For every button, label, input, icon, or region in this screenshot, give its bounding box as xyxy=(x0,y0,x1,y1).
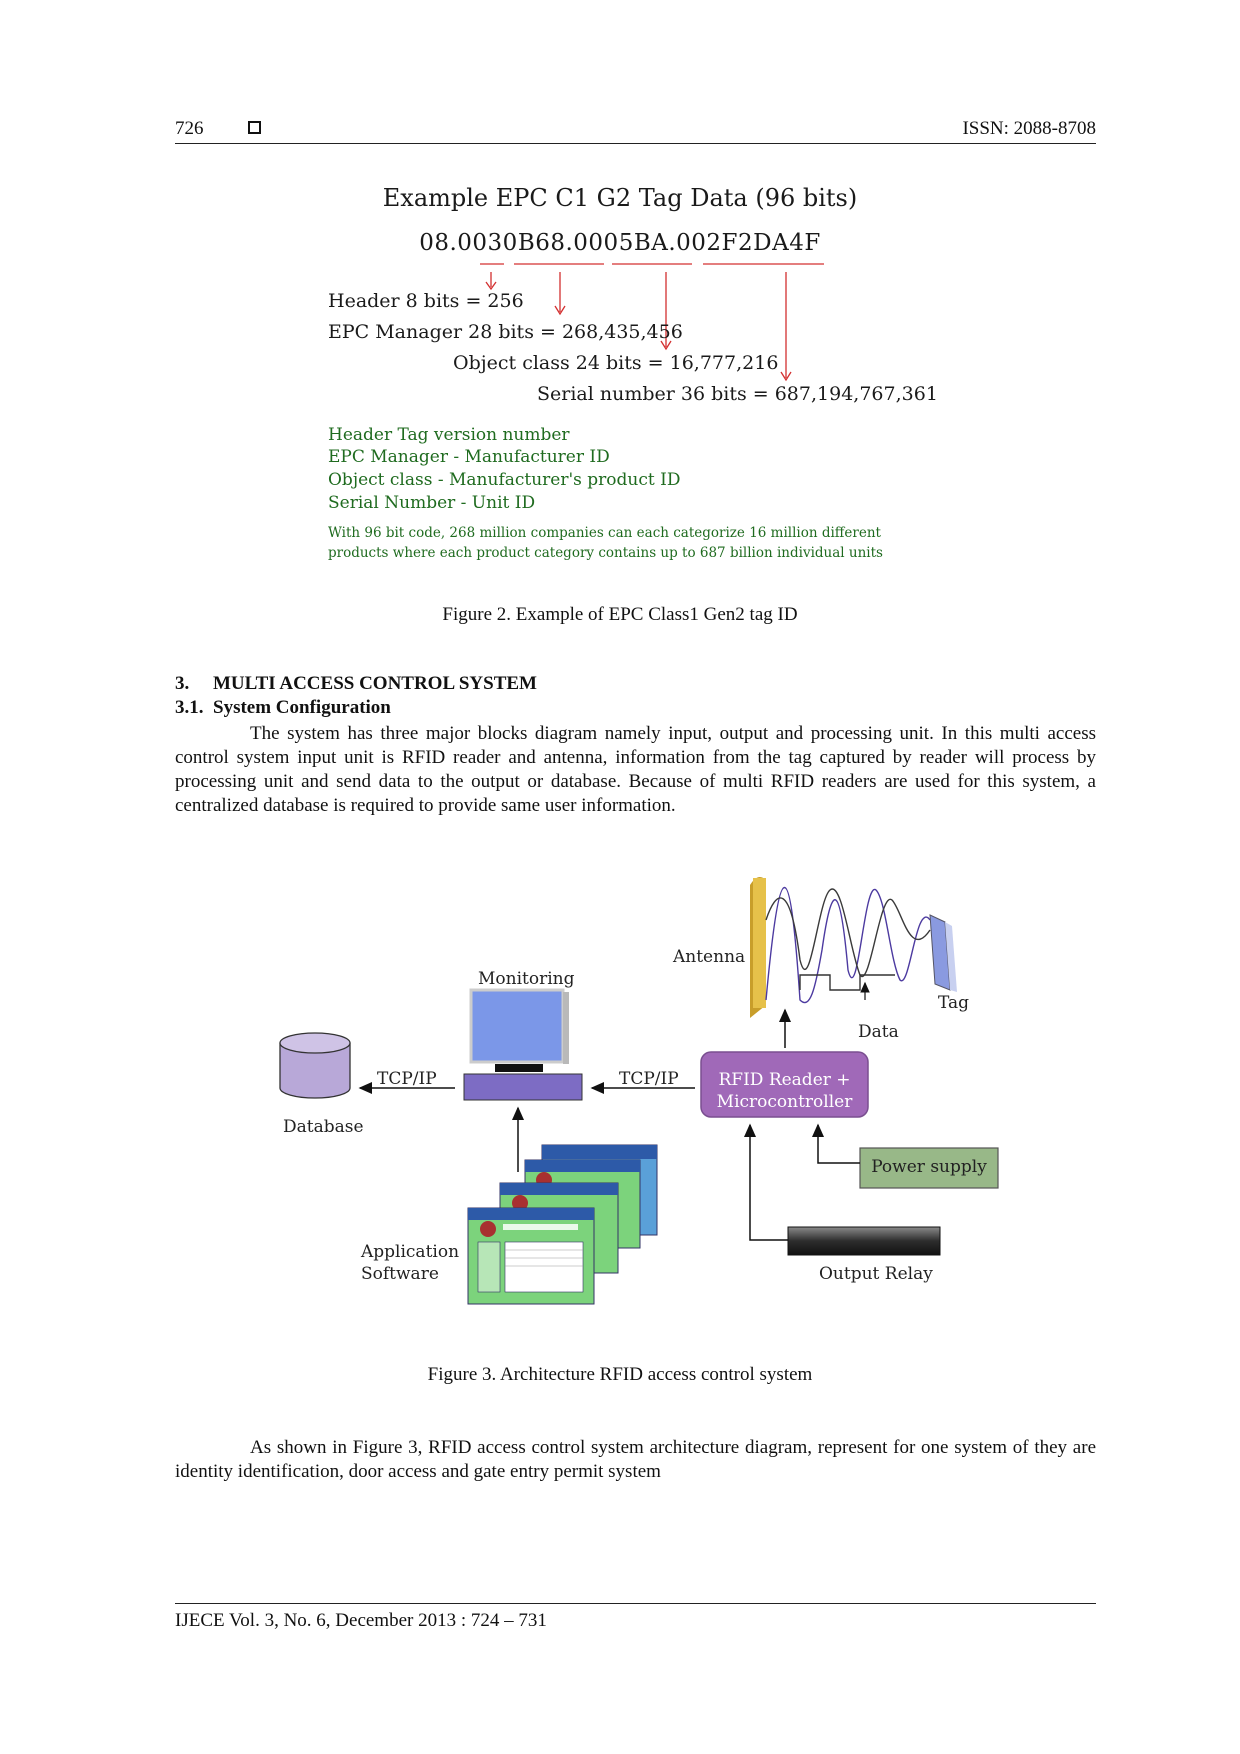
header-rule xyxy=(175,143,1096,144)
output-relay-bar xyxy=(787,1226,941,1256)
bits-header: Header 8 bits = 256 xyxy=(328,290,524,312)
checkbox-glyph-icon xyxy=(248,121,261,134)
legend-manager: EPC Manager - Manufacturer ID xyxy=(328,447,610,467)
note-line-1: With 96 bit code, 268 million companies … xyxy=(328,525,881,541)
label-antenna: Antenna xyxy=(673,947,746,967)
section-heading: 3. MULTI ACCESS CONTROL SYSTEM xyxy=(175,673,537,694)
subsection-heading: 3.1. System Configuration xyxy=(175,697,391,718)
tag-icon xyxy=(929,914,957,992)
label-reader-1: RFID Reader + xyxy=(718,1070,851,1090)
bits-serial: Serial number 36 bits = 687,194,767,361 xyxy=(537,383,938,405)
arrow-relay xyxy=(744,1123,788,1241)
bits-manager: EPC Manager 28 bits = 268,435,456 xyxy=(328,321,683,343)
label-tcpip-right: TCP/IP xyxy=(619,1069,679,1089)
legend-serial: Serial Number - Unit ID xyxy=(328,493,536,513)
label-power-supply: Power supply xyxy=(871,1157,987,1177)
legend-header: Header Tag version number xyxy=(328,425,570,445)
page-number: 726 xyxy=(175,118,204,139)
footer-citation: IJECE Vol. 3, No. 6, December 2013 : 724… xyxy=(175,1610,547,1631)
footer-rule xyxy=(175,1603,1096,1604)
epc-arrows xyxy=(480,263,824,382)
label-tag: Tag xyxy=(938,993,970,1013)
figure2-title: Example EPC C1 G2 Tag Data (96 bits) xyxy=(382,184,858,212)
monitor-icon xyxy=(463,988,583,1101)
epc-code: 08.0030B68.0005BA.002F2DA4F xyxy=(419,230,821,256)
architecture-diagram xyxy=(279,876,999,1305)
label-monitoring: Monitoring xyxy=(478,969,575,989)
label-reader-2: Microcontroller xyxy=(716,1092,853,1112)
legend-object-class: Object class - Manufacturer's product ID xyxy=(328,470,681,490)
arrow-power xyxy=(812,1123,860,1164)
figure3-caption: Figure 3. Architecture RFID access contr… xyxy=(427,1364,813,1385)
app-windows-icon xyxy=(467,1144,658,1305)
reader-box xyxy=(700,1051,869,1118)
label-output-relay: Output Relay xyxy=(819,1264,933,1284)
label-data: Data xyxy=(858,1022,899,1042)
label-app-1: Application xyxy=(361,1242,460,1262)
label-tcpip-left: TCP/IP xyxy=(377,1069,437,1089)
bits-object-class: Object class 24 bits = 16,777,216 xyxy=(453,352,779,374)
paragraph-text: The system has three major blocks diagra… xyxy=(175,723,1096,816)
body-text: As shown in Figure 3, RFID access contro… xyxy=(175,1437,1096,1482)
power-supply-box xyxy=(859,1147,999,1189)
label-database: Database xyxy=(283,1117,364,1137)
note-line-2: products where each product category con… xyxy=(328,545,883,561)
database-icon xyxy=(279,1032,351,1099)
label-app-2: Software xyxy=(361,1264,439,1284)
body-paragraph: As shown in Figure 3, RFID access contro… xyxy=(175,1436,1096,1484)
antenna-icon xyxy=(750,876,766,1018)
radio-waves xyxy=(765,886,931,1004)
figure2-caption: Figure 2. Example of EPC Class1 Gen2 tag… xyxy=(442,604,798,625)
issn: ISSN: 2088-8708 xyxy=(962,118,1096,139)
section-paragraph: The system has three major blocks diagra… xyxy=(175,722,1096,818)
